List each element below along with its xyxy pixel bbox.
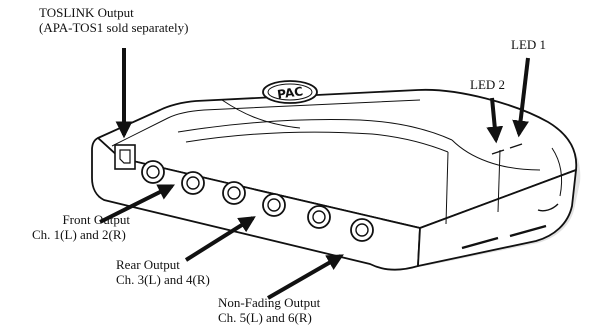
callout-toslink-note: (APA-TOS1 sold separately) — [39, 20, 189, 35]
arrow-led1 — [512, 57, 530, 138]
callout-arrows — [99, 48, 530, 300]
arrow-nonfading — [267, 254, 344, 300]
callout-rear-output: Rear Output Ch. 3(L) and 4(R) — [116, 257, 210, 287]
rca-jack-front-left — [141, 160, 165, 184]
callout-led-1-label: LED 1 — [511, 37, 547, 52]
led-1-window — [509, 143, 523, 149]
callout-nonfading-output: Non-Fading Output Ch. 5(L) and 6(R) — [218, 295, 320, 325]
callout-front-output: Front Output Ch. 1(L) and 2(R) — [18, 212, 130, 242]
rca-jack-rear-right — [262, 193, 286, 217]
callout-nonfading-channels: Ch. 5(L) and 6(R) — [218, 310, 312, 325]
callout-toslink-output: TOSLINK Output (APA-TOS1 sold separately… — [39, 5, 189, 35]
device-body — [91, 88, 581, 271]
brand-logo: PAC — [262, 80, 318, 104]
device-right-side — [417, 169, 577, 267]
callout-led-2-label: LED 2 — [470, 77, 506, 92]
brand-logo-text: PAC — [276, 84, 304, 101]
callout-rear-channels: Ch. 3(L) and 4(R) — [116, 272, 210, 287]
rca-jack-nonfading-left — [307, 205, 331, 229]
arrow-led2 — [486, 97, 504, 144]
rca-jack-rear-left — [222, 181, 246, 205]
callout-led-2: LED 2 — [470, 77, 505, 92]
rca-jack-front-right — [181, 171, 205, 195]
arrow-front — [99, 184, 176, 224]
callout-nonfading-title: Non-Fading Output — [218, 295, 321, 310]
rca-jack-nonfading-right — [350, 218, 374, 242]
toslink-port — [114, 144, 136, 170]
device-front-face — [91, 137, 421, 271]
callout-led-1: LED 1 — [511, 37, 546, 52]
callout-toslink-title: TOSLINK Output — [39, 5, 134, 20]
arrow-rear — [184, 216, 256, 262]
led-2-window — [491, 149, 505, 155]
rca-jacks — [141, 160, 374, 242]
led-windows — [491, 143, 523, 155]
callout-front-title: Front Output — [62, 212, 130, 227]
callout-front-channels: Ch. 1(L) and 2(R) — [32, 227, 126, 242]
callout-rear-title: Rear Output — [116, 257, 180, 272]
